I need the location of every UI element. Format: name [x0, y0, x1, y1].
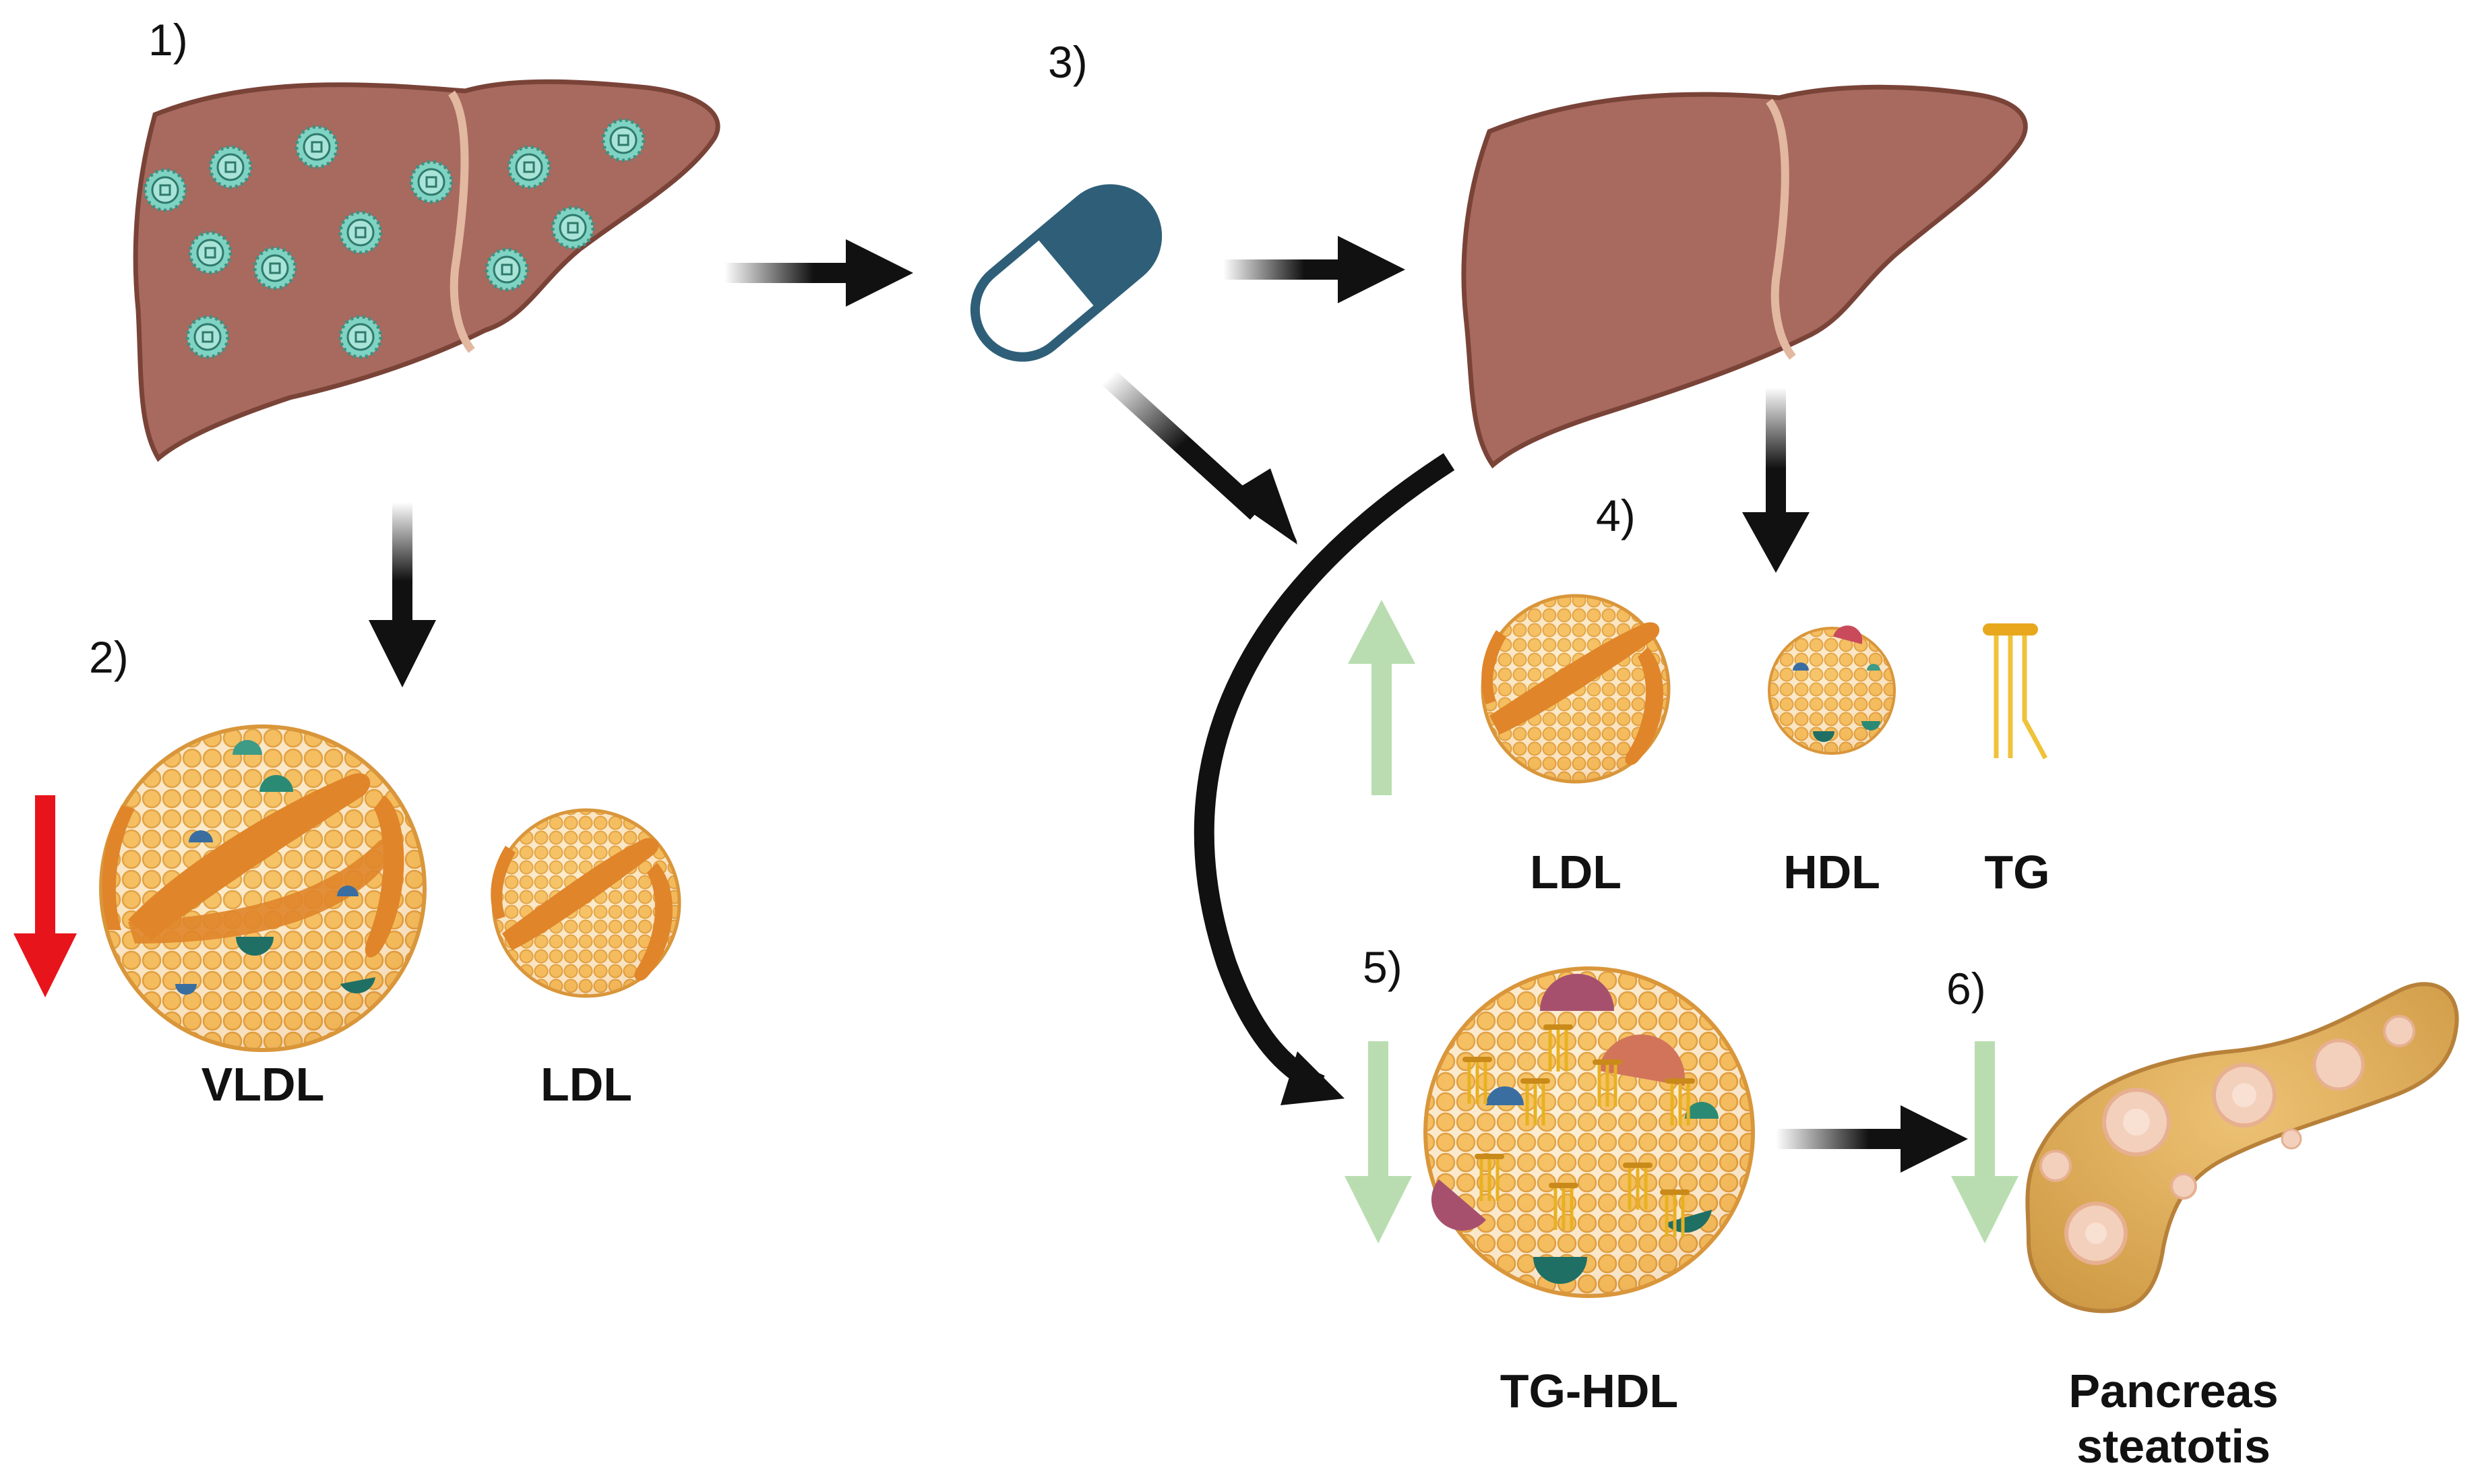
step-label-2: 2) [89, 632, 129, 682]
increase-arrow-icon [1348, 600, 1415, 795]
step-label-6: 6) [1946, 964, 1986, 1014]
liver-icon [1461, 84, 2028, 469]
decrease-arrow-icon [13, 795, 77, 997]
pancreas-decrease-arrow-icon [1951, 1041, 2018, 1243]
arrow-drug-to-liver [1223, 236, 1405, 303]
arrow-drug-to-effects [1101, 369, 1297, 545]
liver-with-virus-icon [133, 79, 720, 462]
arrow-liver-to-vldl [369, 502, 436, 687]
arrow-liver-to-tg-hdl [1194, 453, 1455, 1105]
step-label-4: 4) [1596, 491, 1636, 540]
tg-hdl-label: TG-HDL [1500, 1365, 1678, 1417]
pancreas-label-line2: steatotis [2076, 1420, 2271, 1473]
step-label-5: 5) [1363, 942, 1402, 992]
capsule-pill-icon [970, 184, 1163, 362]
step-label-1: 1) [148, 15, 188, 65]
arrow-liver-to-lipids [1742, 388, 1810, 573]
ldl-particle-icon-right [1481, 594, 1671, 784]
arrow-liver-to-drug [724, 239, 913, 307]
steatotic-pancreas-icon [2025, 982, 2459, 1313]
triglyceride-icon [1983, 623, 2048, 760]
step-label-3: 3) [1048, 37, 1088, 87]
hdl-label: HDL [1783, 846, 1880, 898]
ldl-particle-icon [491, 808, 681, 998]
hdl-particle-icon [1768, 625, 1896, 755]
vldl-particle-icon [99, 724, 427, 1052]
tg-label: TG [1984, 846, 2049, 898]
pancreas-label-line1: Pancreas [2068, 1365, 2278, 1417]
ldl-label-left: LDL [541, 1058, 632, 1111]
tg-rich-hdl-particle-icon [1423, 966, 1755, 1298]
ldl-label-right: LDL [1530, 846, 1622, 898]
arrow-tg-hdl-to-pancreas [1776, 1105, 1968, 1173]
vldl-label: VLDL [202, 1058, 325, 1111]
tg-hdl-decrease-arrow-icon [1345, 1041, 1412, 1243]
